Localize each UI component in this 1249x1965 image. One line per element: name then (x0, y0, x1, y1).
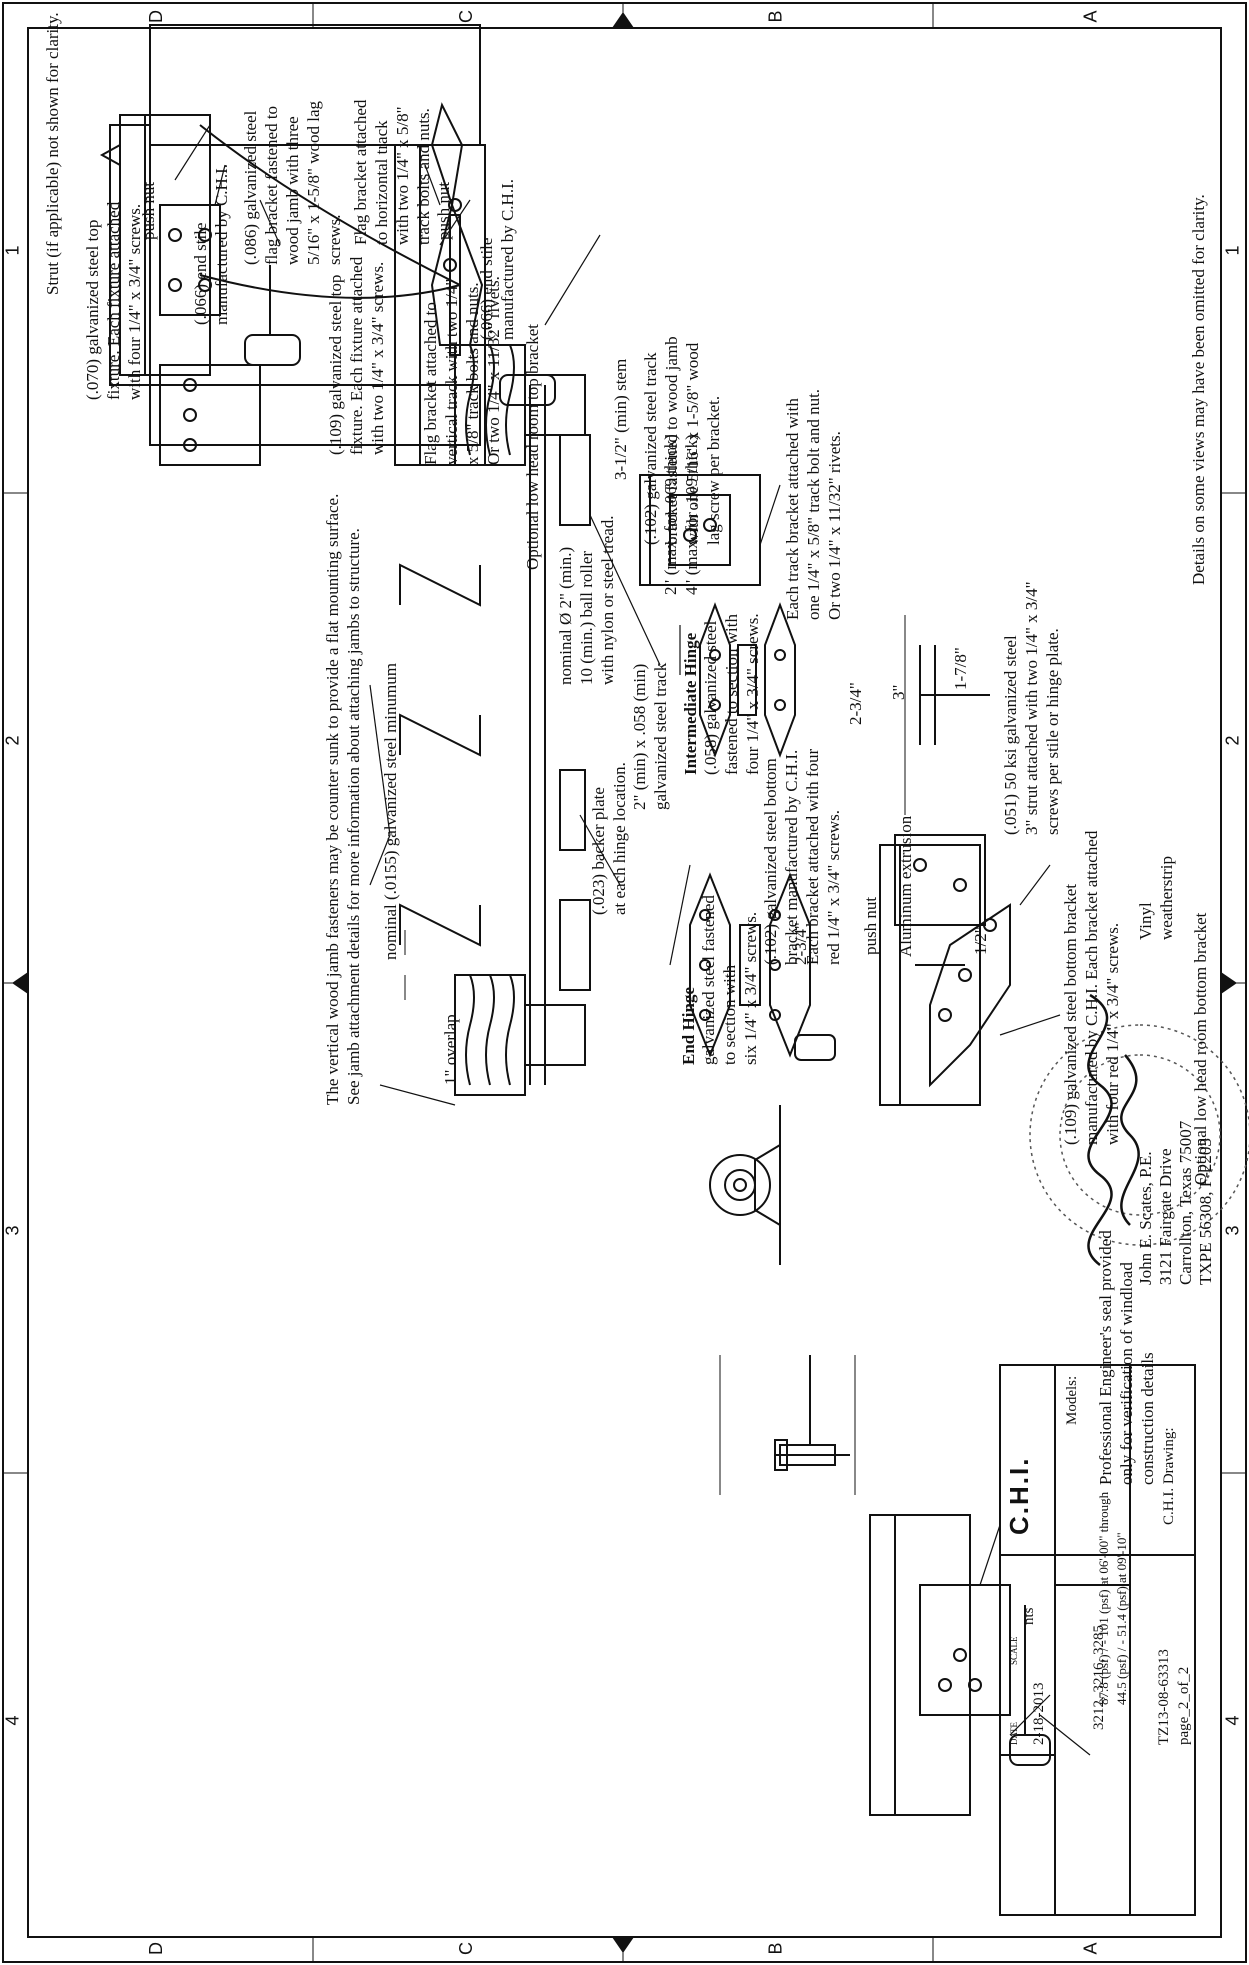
drawing-label: C.H.I. Drawing: (1161, 1427, 1177, 1526)
flag-bracket-drawing (109, 24, 481, 466)
flag-horizontal-label: Flag bracket attached to horizontal trac… (351, 99, 433, 245)
leader-line (174, 124, 211, 181)
engineer-city: Carrollton, Texas 75007 (1176, 1120, 1195, 1285)
end-hinge-drawing (689, 872, 836, 1061)
strut-note: Strut (if applicable) not shown for clar… (43, 12, 62, 295)
overlap-label: 1" overlap (441, 1014, 460, 1085)
low-head-top-label: Optional low head room top bracket (523, 324, 542, 570)
intermediate-hinge-desc: (.058) galvanized steel fastened to sect… (701, 613, 762, 775)
dim-178: 1-7/8" (951, 647, 970, 690)
drawing-number: TZ13-08-63313 (1156, 1649, 1172, 1745)
countersunk-note: The vertical wood jamb fasteners may be … (323, 493, 363, 1105)
push-nut-label-2: push nut (434, 181, 453, 240)
top-fixture-070-drawing (99, 114, 301, 376)
chi-logo: C.H.I. (1004, 1456, 1034, 1535)
ball-roller-drawing (774, 1355, 850, 1471)
track-label: 2" (min) x .058 (min) galvanized steel t… (630, 662, 670, 810)
bottom-bracket-102-drawing (869, 1514, 1051, 1816)
strut-drawing (894, 645, 990, 966)
aluminum-label: Aluminum extrusion (896, 815, 915, 957)
signature (1087, 993, 1113, 1266)
dim-234-b: 2-3/4" (846, 682, 865, 725)
title-block-frame (999, 1364, 1196, 1916)
end-stile-066-label-1: (.066) end stile manufactured by C.H.I. (191, 164, 231, 325)
push-nut-label-3: push nut (861, 896, 880, 955)
push-nut-label-1: push nut (139, 181, 158, 240)
scale-label: SCALE (1009, 1636, 1019, 1665)
scale-value: nts (1021, 1607, 1037, 1625)
dim-234-a: 2-3/4" (791, 922, 810, 965)
dim-12: 1/2" (971, 926, 990, 955)
engineer-address: 3121 Fairgate Drive (1156, 1148, 1175, 1285)
galv-0155-label: nominal (.0155) galvanized steel minumum (381, 663, 400, 960)
door-section-drawing (399, 344, 591, 1096)
vinyl-label: Vinyl weatherstrip (1136, 855, 1176, 940)
pressure-value: 87.8 (psf) / - 101 (psf) at 06'-00" thro… (1096, 1491, 1129, 1705)
flag-086-label: (.086) galvanized steel flag bracket fas… (241, 100, 344, 265)
track-102-label: (.102) galvanized steel track bracket fa… (641, 336, 723, 545)
bottom-bracket-109-drawing (879, 844, 1011, 1106)
models-label: Models: (1064, 1375, 1080, 1425)
details-omitted-note: Details on some views may have been omit… (1189, 194, 1208, 585)
each-track-label: Each track bracket attached with one 1/4… (783, 388, 844, 620)
date-label: DATE (1009, 1722, 1019, 1745)
engineer-name: John E. Scates, P.E. (1136, 1151, 1155, 1285)
roller-side-drawing (709, 1105, 781, 1265)
end-hinge-title: End Hinge (679, 987, 698, 1065)
ball-roller-label: nominal Ø 2" (min.) 10 (min.) ball rolle… (556, 515, 617, 686)
date-value: 2-18-2013 (1031, 1682, 1047, 1746)
intermediate-hinge-drawing (699, 602, 796, 758)
dim-3: 3" (889, 684, 908, 700)
top-fixture-109-label: (.109) galvanized steel top fixture. Eac… (326, 256, 387, 455)
stem-label: 3-1/2" (min) stem (611, 358, 630, 480)
bottom-bracket-109-label: (.109) galvanized steel bottom bracket m… (1061, 830, 1122, 1145)
strut-051-label: (.051) 50 ksi galvanized steel 3" strut … (1001, 581, 1062, 835)
top-fixture-070-label: (.070) galvanized steel top fixture. Eac… (83, 201, 144, 400)
end-hinge-desc: galvanized steel fastened to section wit… (699, 895, 760, 1065)
flag-vertical-label: Flag bracket attached to vertical track … (421, 276, 503, 465)
pe-seal (1029, 1024, 1249, 1246)
page-number: page_2_of_2 (1176, 1666, 1192, 1745)
engineer-license: TXPE 56308, F-2203 (1196, 1138, 1215, 1285)
intermediate-hinge-title: Intermediate Hinge (681, 632, 700, 775)
track-bracket-drawing (639, 474, 761, 586)
backer-plate-label: (.023) backer plate at each hinge locati… (589, 762, 629, 915)
